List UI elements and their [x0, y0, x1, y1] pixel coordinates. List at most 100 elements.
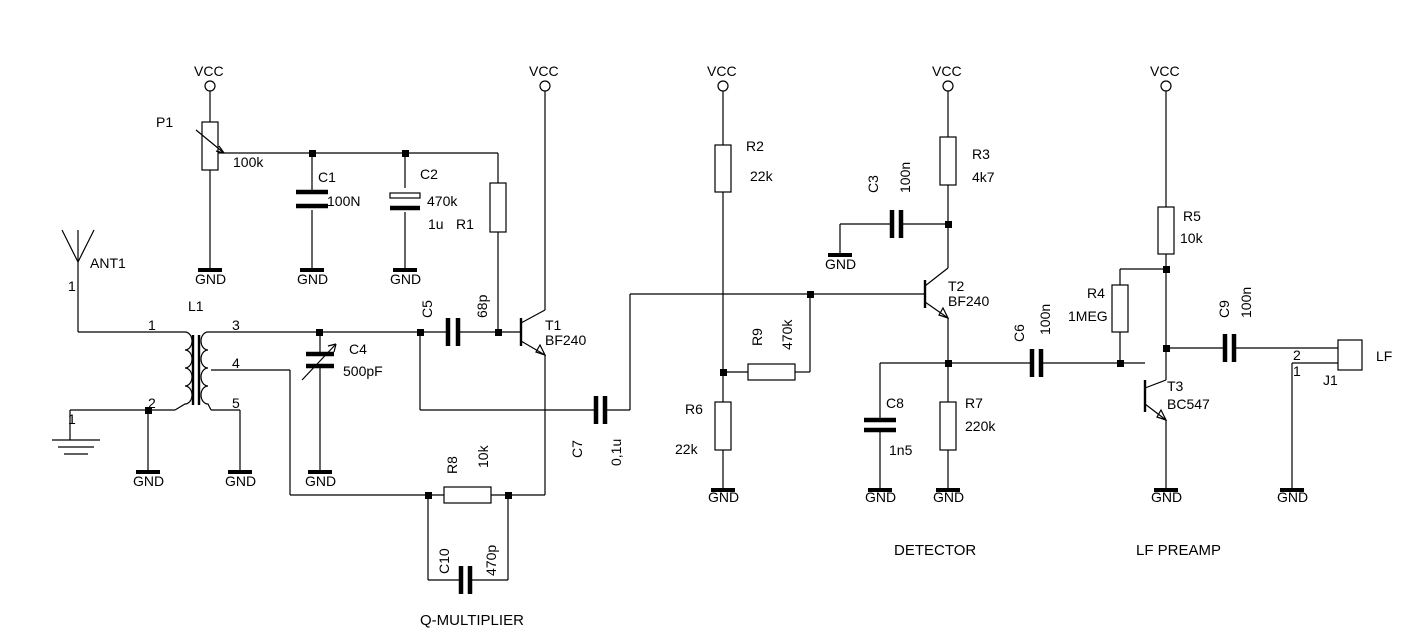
pin-label: 5 — [232, 395, 240, 411]
vcc-label: VCC — [707, 63, 737, 79]
resistor-r2: R2 22k — [714, 138, 774, 193]
vcc-label: VCC — [529, 63, 559, 79]
capacitor-c1: C1 100N — [296, 169, 360, 209]
gnd-label: GND — [225, 473, 256, 489]
junctions — [145, 150, 1170, 499]
gnd-label: GND — [1151, 489, 1182, 505]
r6-label: R6 — [685, 401, 703, 417]
resistor-r6: R6 22k — [675, 401, 732, 457]
r5-label: R5 — [1183, 208, 1201, 224]
potentiometer-p1: P1 100k — [156, 114, 264, 171]
pin-label: 4 — [232, 355, 240, 371]
gnd-label: GND — [708, 489, 739, 505]
capacitor-c10: C10 470p — [436, 545, 499, 594]
gnd-label: GND — [865, 489, 896, 505]
connector-j1: 2 1 J1 LF — [1293, 339, 1392, 388]
t3-value: BC547 — [1167, 396, 1210, 412]
c4-label: C4 — [349, 341, 367, 357]
earth-ground-icon: 1 — [52, 411, 100, 455]
r2-value: 22k — [750, 168, 774, 184]
r4-label: R4 — [1087, 285, 1105, 301]
c8-label: C8 — [886, 395, 904, 411]
vcc-label: VCC — [932, 63, 962, 79]
lf-preamp-title: LF PREAMP — [1136, 542, 1221, 559]
r1-value: 470k — [427, 193, 458, 209]
pin-label: 1 — [68, 411, 76, 427]
c10-label: C10 — [436, 548, 452, 574]
transistor-t2: T2 BF240 — [923, 267, 989, 320]
capacitor-c6: C6 100n — [1011, 304, 1053, 377]
vcc-label: VCC — [1150, 63, 1180, 79]
r1-label: R1 — [456, 216, 474, 232]
r9-label: R9 — [749, 328, 765, 346]
c6-value: 100n — [1037, 304, 1053, 335]
r6-value: 22k — [675, 441, 699, 457]
gnd-label: GND — [825, 256, 856, 272]
pin-label: 3 — [232, 317, 240, 333]
q-multiplier-title: Q-MULTIPLIER — [420, 612, 524, 629]
vcc-label: VCC — [194, 63, 224, 79]
resistor-r8: R8 10k — [443, 444, 492, 504]
c9-label: C9 — [1216, 300, 1232, 318]
transformer-l1: L1 1 2 3 4 5 — [148, 298, 240, 411]
pin-label: 2 — [1293, 347, 1301, 363]
t1-label: T1 — [545, 317, 562, 333]
r3-label: R3 — [972, 146, 990, 162]
r7-label: R7 — [965, 395, 983, 411]
p1-label: P1 — [156, 114, 173, 130]
capacitor-c7: C7 0,1u — [569, 396, 624, 466]
c10-value: 470p — [483, 545, 499, 576]
c3-value: 100n — [897, 162, 913, 193]
gnd-label: GND — [195, 271, 226, 287]
c7-label: C7 — [569, 440, 585, 458]
resistor-r4: R4 1MEG — [1068, 284, 1129, 333]
capacitor-c3: C3 100n — [865, 162, 913, 238]
gnd-label: GND — [933, 489, 964, 505]
pin-label: 1 — [1293, 363, 1301, 379]
c9-value: 100n — [1238, 287, 1254, 318]
c5-value: 68p — [474, 294, 490, 318]
r2-label: R2 — [746, 138, 764, 154]
gnd-label: GND — [297, 271, 328, 287]
pin-label: 2 — [148, 395, 156, 411]
ant1-label: ANT1 — [90, 255, 126, 271]
c1-label: C1 — [318, 169, 336, 185]
resistor-r9: R9 470k — [747, 319, 796, 381]
capacitor-c2: C2 1u — [389, 166, 444, 232]
capacitor-c8: C8 1n5 — [864, 395, 913, 458]
c8-value: 1n5 — [889, 442, 913, 458]
vcc-symbols: VCC VCC VCC VCC VCC — [194, 63, 1180, 92]
pin-label: 1 — [68, 278, 76, 294]
t1-value: BF240 — [545, 332, 586, 348]
r8-label: R8 — [444, 456, 460, 474]
l1-label: L1 — [188, 298, 204, 314]
gnd-label: GND — [390, 271, 421, 287]
j1-label: J1 — [1323, 372, 1338, 388]
resistor-r1: R1 470k — [427, 182, 507, 233]
resistor-r3: R3 4k7 — [939, 136, 995, 186]
gnd-label: GND — [1277, 489, 1308, 505]
p1-value: 100k — [233, 154, 264, 170]
r8-value: 10k — [475, 444, 491, 468]
t2-label: T2 — [948, 278, 965, 294]
capacitor-c4: C4 500pF — [301, 341, 383, 381]
t2-value: BF240 — [948, 293, 989, 309]
transistor-t1: T1 BF240 — [519, 309, 586, 357]
section-titles: Q-MULTIPLIER DETECTOR LF PREAMP — [420, 542, 1221, 629]
pin-label: 1 — [148, 317, 156, 333]
resistor-r5: R5 10k — [1157, 206, 1204, 255]
c7-value: 0,1u — [608, 439, 624, 466]
antenna-ant1: ANT1 1 — [61, 229, 126, 294]
c4-value: 500pF — [343, 363, 383, 379]
lf-output-label: LF — [1376, 348, 1392, 364]
c2-value: 1u — [428, 216, 444, 232]
c2-label: C2 — [420, 166, 438, 182]
wires — [69, 91, 1338, 581]
resistor-r7: R7 220k — [939, 395, 996, 451]
capacitor-c9: C9 100n — [1216, 287, 1254, 362]
c5-label: C5 — [419, 300, 435, 318]
gnd-label: GND — [133, 473, 164, 489]
r3-value: 4k7 — [972, 169, 995, 185]
c6-label: C6 — [1011, 324, 1027, 342]
